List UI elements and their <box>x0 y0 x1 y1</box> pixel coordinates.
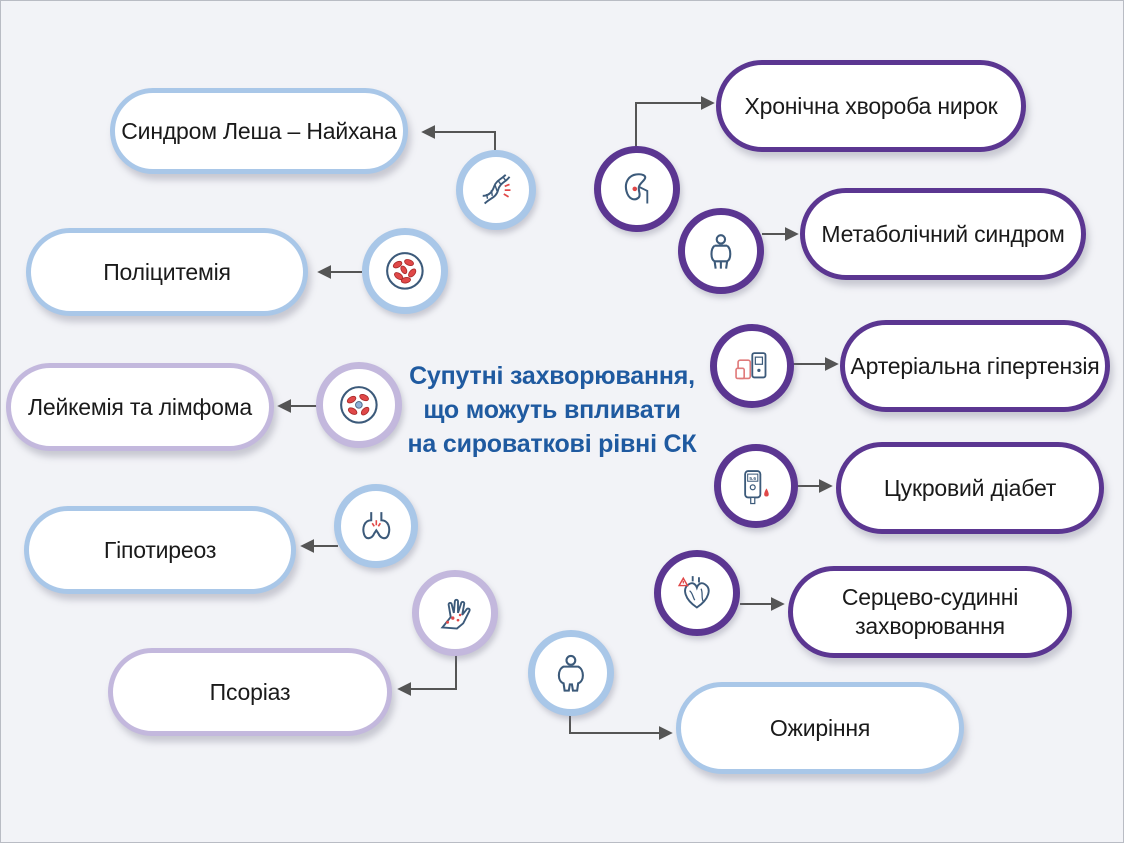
title-line: на сироваткові рівні СК <box>407 429 697 458</box>
arrow-lesch-nyhan <box>421 125 496 150</box>
blood-pressure-monitor-icon-circle <box>710 324 794 408</box>
condition-label: Псоріаз <box>209 678 291 705</box>
condition-pill-diabetes: Цукровий діабет <box>836 442 1104 534</box>
condition-pill-psoriasis: Псоріаз <box>108 648 392 736</box>
condition-label: Поліцитемія <box>103 258 231 285</box>
skin-hand-icon <box>440 599 471 630</box>
condition-pill-metabolic-syndrome: Метаболічний синдром <box>800 188 1086 280</box>
condition-pill-obesity: Ожиріння <box>676 682 964 774</box>
arrow-ckd <box>635 96 715 148</box>
condition-label: Серцево-судинні захворювання <box>841 584 1019 639</box>
condition-label: Лейкемія та лімфома <box>28 393 252 420</box>
kidney-icon-circle <box>594 146 680 232</box>
blood-cells-icon-circle <box>316 362 402 448</box>
kidney-icon <box>625 173 649 204</box>
condition-pill-cardiovascular: Серцево-судинні захворювання <box>788 566 1072 658</box>
title-line: що можуть впливати <box>423 395 681 424</box>
blood-cells-icon-circle <box>362 228 448 314</box>
dna-icon-circle <box>456 150 536 230</box>
glucometer-reading: 5.6 <box>749 476 756 482</box>
title-line: Супутні захворювання, <box>409 362 695 390</box>
thyroid-icon-circle <box>334 484 418 568</box>
body-figure-icon-circle <box>678 208 764 294</box>
condition-pill-leukemia-lymphoma: Лейкемія та лімфома <box>6 363 274 451</box>
condition-label: Ожиріння <box>769 714 871 741</box>
arrow-psoriasis <box>397 652 457 696</box>
condition-pill-hypothyroidism: Гіпотиреоз <box>24 506 296 594</box>
condition-label: Гіпотиреоз <box>103 536 217 563</box>
condition-label: Артеріальна гіпертензія <box>850 352 1100 379</box>
condition-label: Синдром Леша – Найхана <box>121 117 397 144</box>
body-figure-icon <box>710 234 732 269</box>
heart-icon-circle <box>654 550 740 636</box>
diagram-title: Супутні захворювання, що можуть впливати… <box>392 360 712 461</box>
condition-pill-polycythemia: Поліцитемія <box>26 228 308 316</box>
condition-label: Метаболічний синдром <box>821 220 1065 247</box>
thyroid-icon <box>362 511 390 539</box>
glucometer-icon-circle: 5.6 <box>714 444 798 528</box>
condition-pill-hypertension: Артеріальна гіпертензія <box>840 320 1110 412</box>
condition-label: Хронічна хвороба нирок <box>744 92 998 119</box>
blood-cells-icon <box>386 252 424 290</box>
glucometer-icon: 5.6 <box>743 469 769 504</box>
condition-label: Цукровий діабет <box>883 474 1057 501</box>
condition-pill-ckd: Хронічна хвороба нирок <box>716 60 1026 152</box>
obese-figure-icon-circle <box>528 630 614 716</box>
heart-icon <box>677 576 710 609</box>
dna-icon <box>482 173 511 205</box>
blood-pressure-monitor-icon <box>734 351 767 379</box>
condition-pill-lesch-nyhan: Синдром Леша – Найхана <box>110 88 408 174</box>
obese-figure-icon <box>557 655 585 692</box>
skin-hand-icon-circle <box>412 570 498 656</box>
blood-cells-icon <box>340 386 378 424</box>
